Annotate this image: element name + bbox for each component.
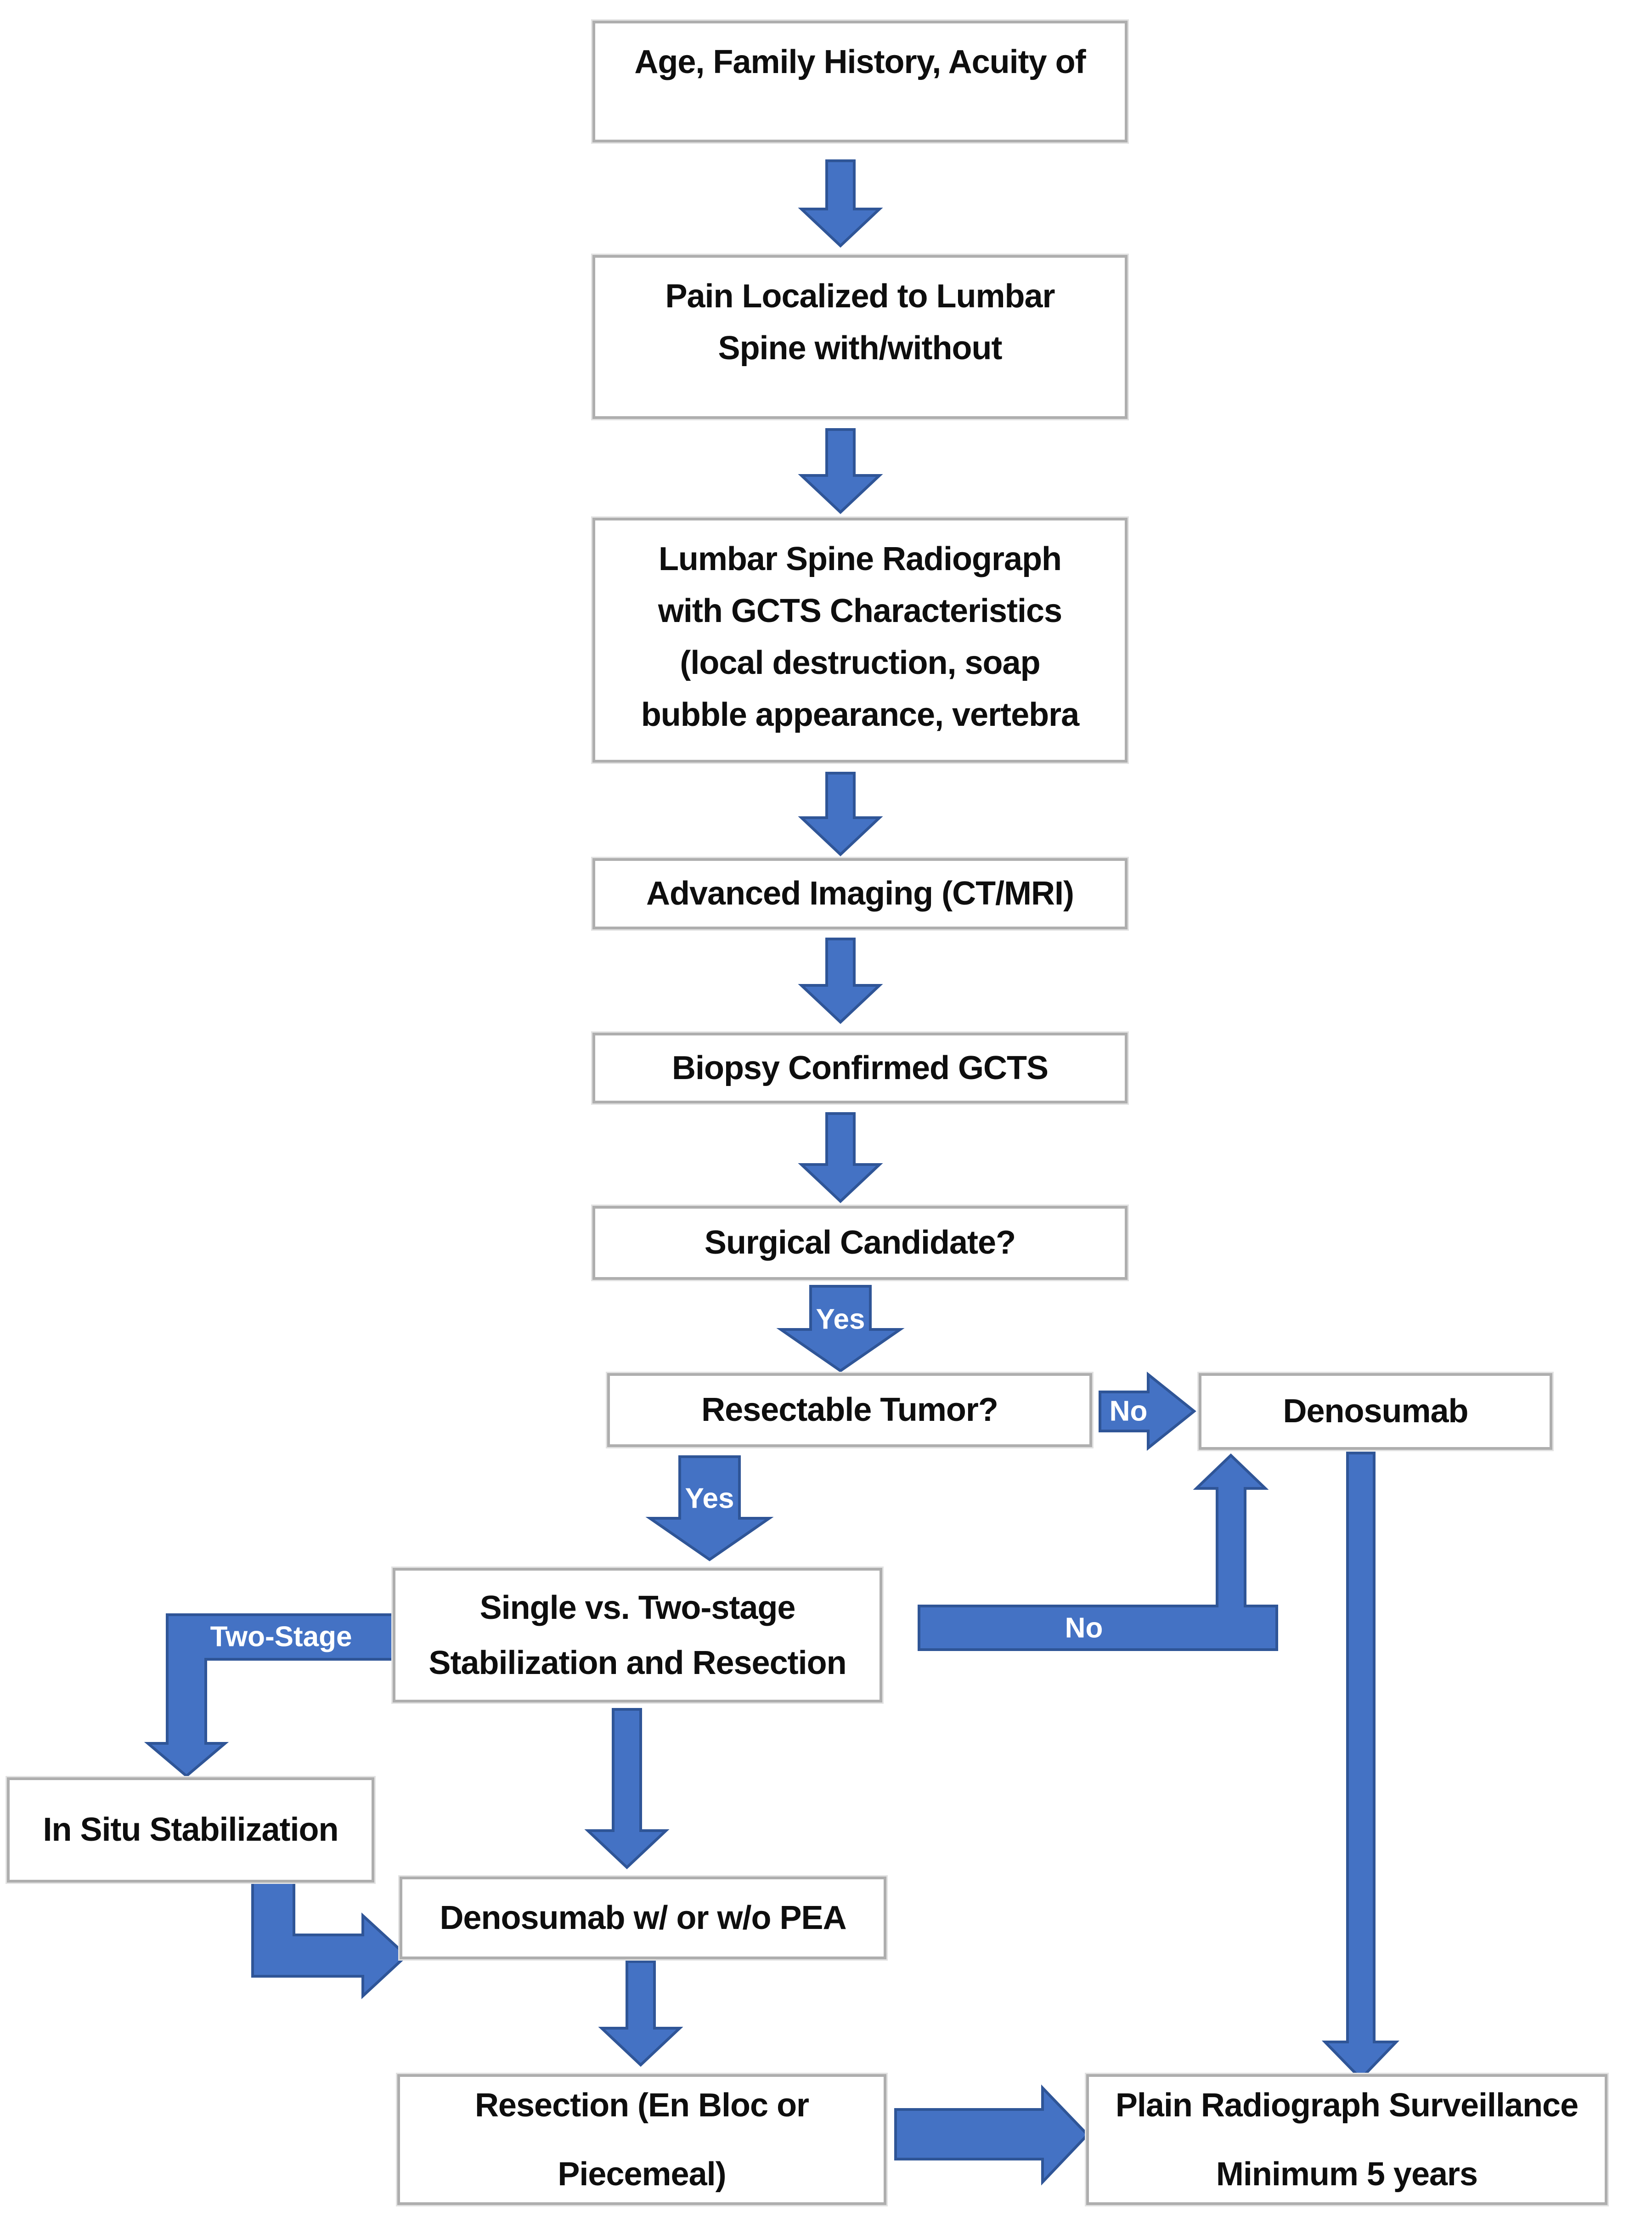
arrow-no-resectable-icon [1099, 1371, 1196, 1451]
box-biopsy-confirmed: Biopsy Confirmed GCTS [592, 1033, 1128, 1103]
box-in-situ-stabilization: In Situ Stabilization [7, 1777, 374, 1883]
box-resectable-tumor: Resectable Tumor? [607, 1373, 1092, 1447]
box-surgical-candidate: Surgical Candidate? [592, 1206, 1128, 1280]
arrow-imaging-to-biopsy-icon [798, 938, 883, 1024]
arrow-denosumab-to-surveillance-icon [1321, 1452, 1400, 2081]
box-denosumab: Denosumab [1199, 1373, 1552, 1450]
label-two-stage: Two-Stage [210, 1621, 352, 1653]
box-age-family-history: Age, Family History, Acuity of [592, 21, 1128, 142]
arrow-age-to-pain-icon [798, 159, 883, 248]
box-resection: Resection (En Bloc or Piecemeal) [397, 2074, 886, 2205]
arrow-biopsy-to-surgical-icon [798, 1112, 883, 1204]
box-lumbar-radiograph: Lumbar Spine Radiograph with GCTS Charac… [592, 518, 1128, 763]
arrow-resection-to-surveillance-icon [894, 2084, 1090, 2186]
label-no-single: No [1065, 1612, 1103, 1644]
label-yes-resectable: Yes [685, 1482, 734, 1515]
box-single-vs-two-stage: Single vs. Two-stage Stabilization and R… [393, 1568, 882, 1702]
arrow-pain-to-radiograph-icon [798, 428, 883, 515]
arrow-single-to-pea-icon [584, 1708, 670, 1870]
arrow-no-single-elbow-icon [918, 1453, 1278, 1651]
arrow-yes-resectable-icon [645, 1455, 774, 1561]
label-yes-surgical: Yes [816, 1303, 865, 1335]
box-pain-localized: Pain Localized to Lumbar Spine with/with… [592, 255, 1128, 419]
arrow-yes-surgical-icon [776, 1285, 905, 1373]
box-advanced-imaging: Advanced Imaging (CT/MRI) [592, 858, 1128, 929]
box-plain-radiograph-surveillance: Plain Radiograph Surveillance Minimum 5 … [1086, 2074, 1607, 2205]
arrow-radiograph-to-imaging-icon [798, 772, 883, 857]
box-denosumab-pea: Denosumab w/ or w/o PEA [400, 1877, 886, 1959]
arrow-pea-to-resection-icon [598, 1960, 683, 2067]
label-no-resectable: No [1109, 1395, 1148, 1427]
arrow-insitu-to-pea-elbow-icon [251, 1881, 409, 1999]
